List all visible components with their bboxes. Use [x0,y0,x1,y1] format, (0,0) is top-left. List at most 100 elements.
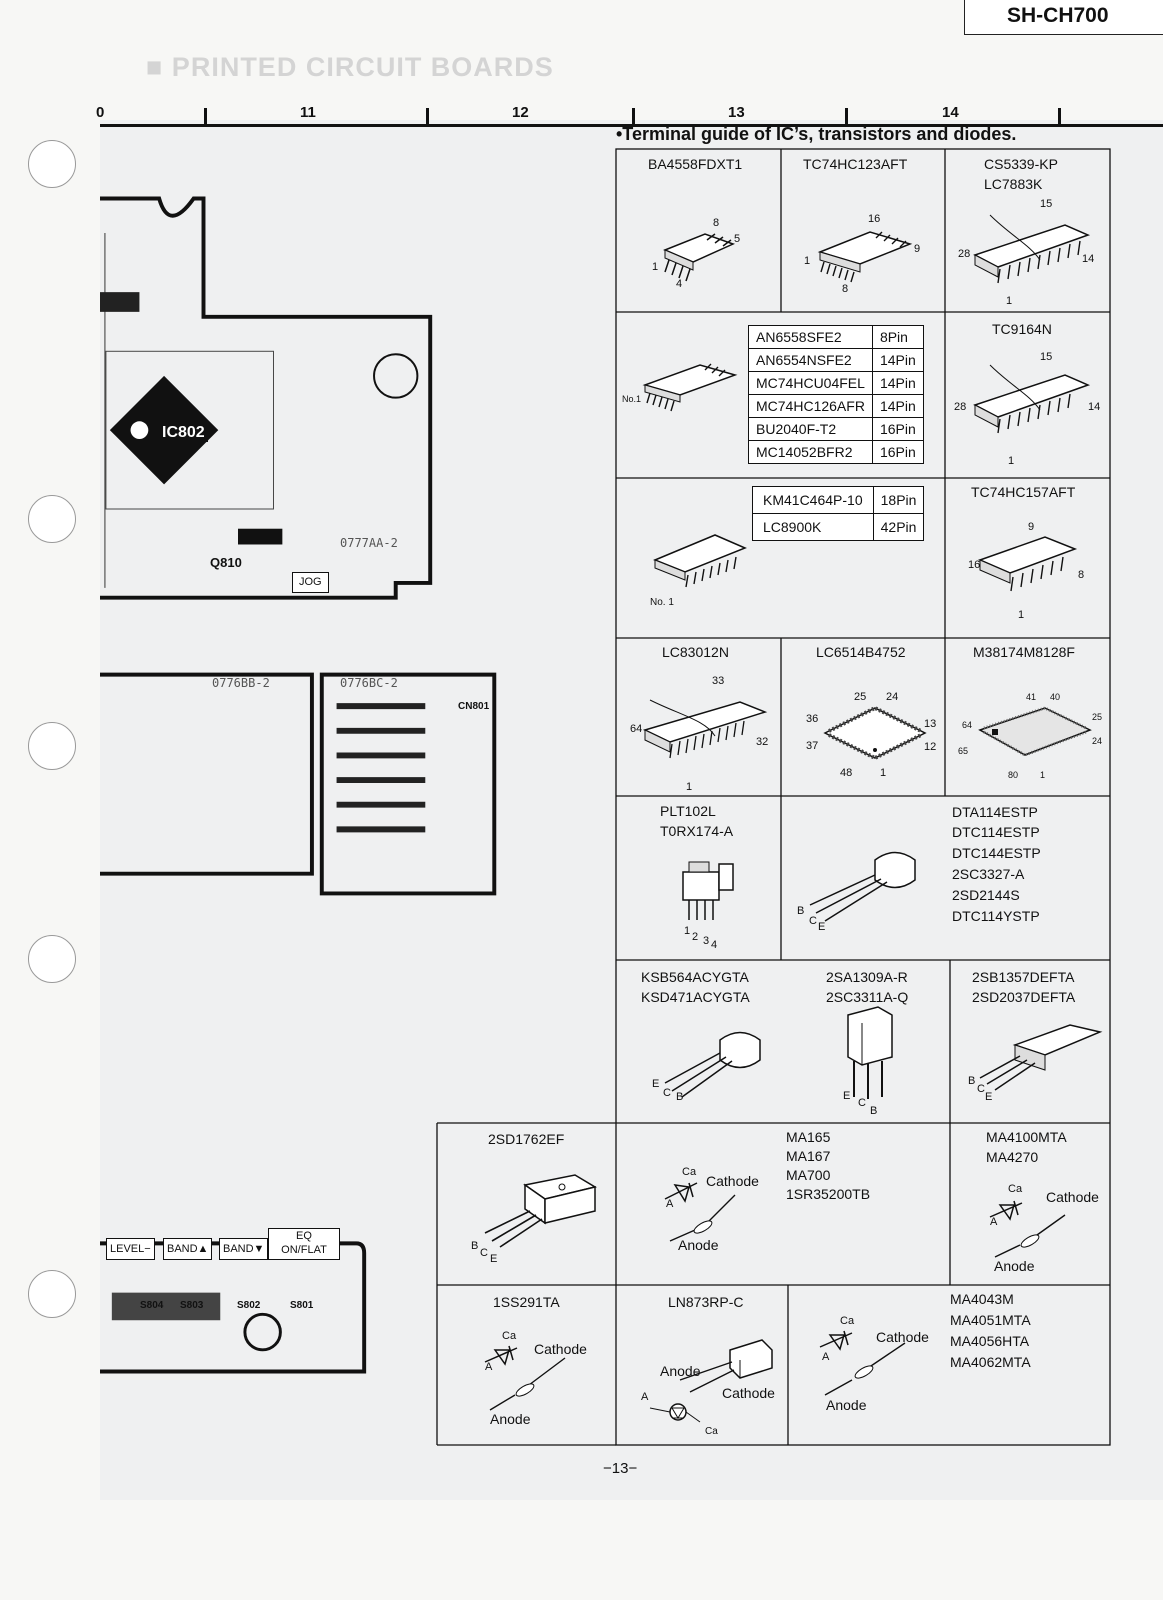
pin-label: C [809,915,817,927]
pin-label: 1 [684,925,691,937]
ruler-number: 13 [728,104,745,121]
ruler-left-edge: 0 [96,104,105,121]
a-label: A [641,1391,649,1403]
part-name: 2SD2037DEFTA [972,989,1076,1005]
pin-label: 41 [1026,692,1037,702]
part-name: 2SC3311A-Q [826,989,909,1005]
transistor-label: Q810 [210,555,242,570]
part-name: PLT102L [660,803,716,819]
pin-label: 8 [1078,569,1085,581]
ic-label: IC802 [159,423,208,442]
model-box: SH-CH700 [964,0,1163,35]
pin-label: 1 [880,767,887,779]
pin-label: 80 [1008,770,1019,780]
part-name: 1SS291TA [493,1294,560,1310]
pin-count: 18Pin [872,486,925,514]
pin-label: B [797,905,805,917]
pin-label: B [471,1240,479,1252]
pin-label: 32 [756,736,769,748]
pin-label: B [968,1075,976,1087]
part-name: DTC144ESTP [952,845,1041,861]
ruler-tick [426,108,429,127]
pin-count: 14Pin [871,394,924,418]
dip28-icon [973,364,1091,434]
pin-count: 14Pin [871,371,924,395]
diode-icon [989,1200,1066,1258]
part-name: LC83012N [662,644,729,660]
part-name: T0RX174-A [660,823,734,839]
cathode-label: Cathode [722,1385,775,1401]
pin-label: 28 [958,248,971,260]
anode-label: Anode [678,1237,719,1253]
pin-label: 9 [1028,521,1035,533]
ca-label: Ca [705,1426,718,1437]
pin-label: B [676,1091,684,1103]
part-name: KM41C464P-10 [752,486,874,514]
dip28-icon [973,214,1091,284]
part-name: BA4558FDXT1 [648,156,743,172]
background-pcb [100,120,1163,1500]
switch-label: S804 [140,1300,164,1311]
binder-hole [28,935,76,983]
part-name: 2SD1762EF [488,1131,565,1147]
diode-icon [664,1182,736,1242]
anode-label: Anode [826,1397,867,1413]
a-label: A [990,1216,998,1228]
part-name: MA4100MTA [986,1129,1067,1145]
pin-label: 3 [703,935,710,947]
pin-label: 15 [1040,198,1053,210]
pin-label: 8 [713,217,720,229]
pin-label: 14 [1082,253,1095,265]
section-title: ■ PRINTED CIRCUIT BOARDS [146,52,554,82]
part-name: KSB564ACYGTA [641,969,749,985]
ruler-line [100,124,1163,127]
pin-label: 13 [924,718,937,730]
part-name: BU2040F-T2 [748,417,873,441]
pin-label: 24 [886,691,899,703]
part-name: LC7883K [984,176,1043,192]
pin-label: 36 [806,713,819,725]
pin1-label: No. 1 [650,597,674,608]
part-name: MC74HCU04FEL [748,371,873,395]
power-transistor-icon [979,1024,1103,1091]
soj-icon [653,534,747,588]
cathode-label: Cathode [1046,1189,1099,1205]
cathode-label: Cathode [876,1329,929,1345]
switch-label: S802 [237,1300,261,1311]
pin1-label: No.1 [622,394,642,404]
part-name: MA700 [786,1167,831,1183]
pin-label: C [977,1083,985,1095]
part-name: 2SD2144S [952,887,1020,903]
tssop16-icon [817,231,913,283]
pin-label: 64 [962,720,973,730]
pin-label: 8 [842,283,849,295]
ca-label: Ca [502,1330,517,1342]
ca-label: Ca [682,1166,697,1178]
part-name: MA4043M [950,1291,1014,1307]
cathode-label: Cathode [706,1173,759,1189]
pin-label: E [985,1091,993,1103]
part-name: DTC114ESTP [952,824,1040,840]
binder-hole [28,1270,76,1318]
cathode-label: Cathode [534,1341,587,1357]
dip64-icon [642,699,768,759]
to126-transistor-icon [847,1006,893,1099]
button-label-level: LEVEL− [106,1238,155,1260]
part-name: TC74HC123AFT [803,156,908,172]
part-name: 2SC3327-A [952,866,1025,882]
ca-label: Ca [1008,1183,1023,1195]
board-label: 0777AA-2 [340,536,398,550]
binder-hole [28,140,76,188]
pin-label: 5 [734,233,741,245]
pin-label: 25 [1092,712,1103,722]
pin-label: 64 [630,723,643,735]
pin-count: 16Pin [871,440,924,464]
pin-label: 4 [676,278,683,290]
terminal-guide-title: •Terminal guide of IC’s, transistors and… [616,124,1017,144]
